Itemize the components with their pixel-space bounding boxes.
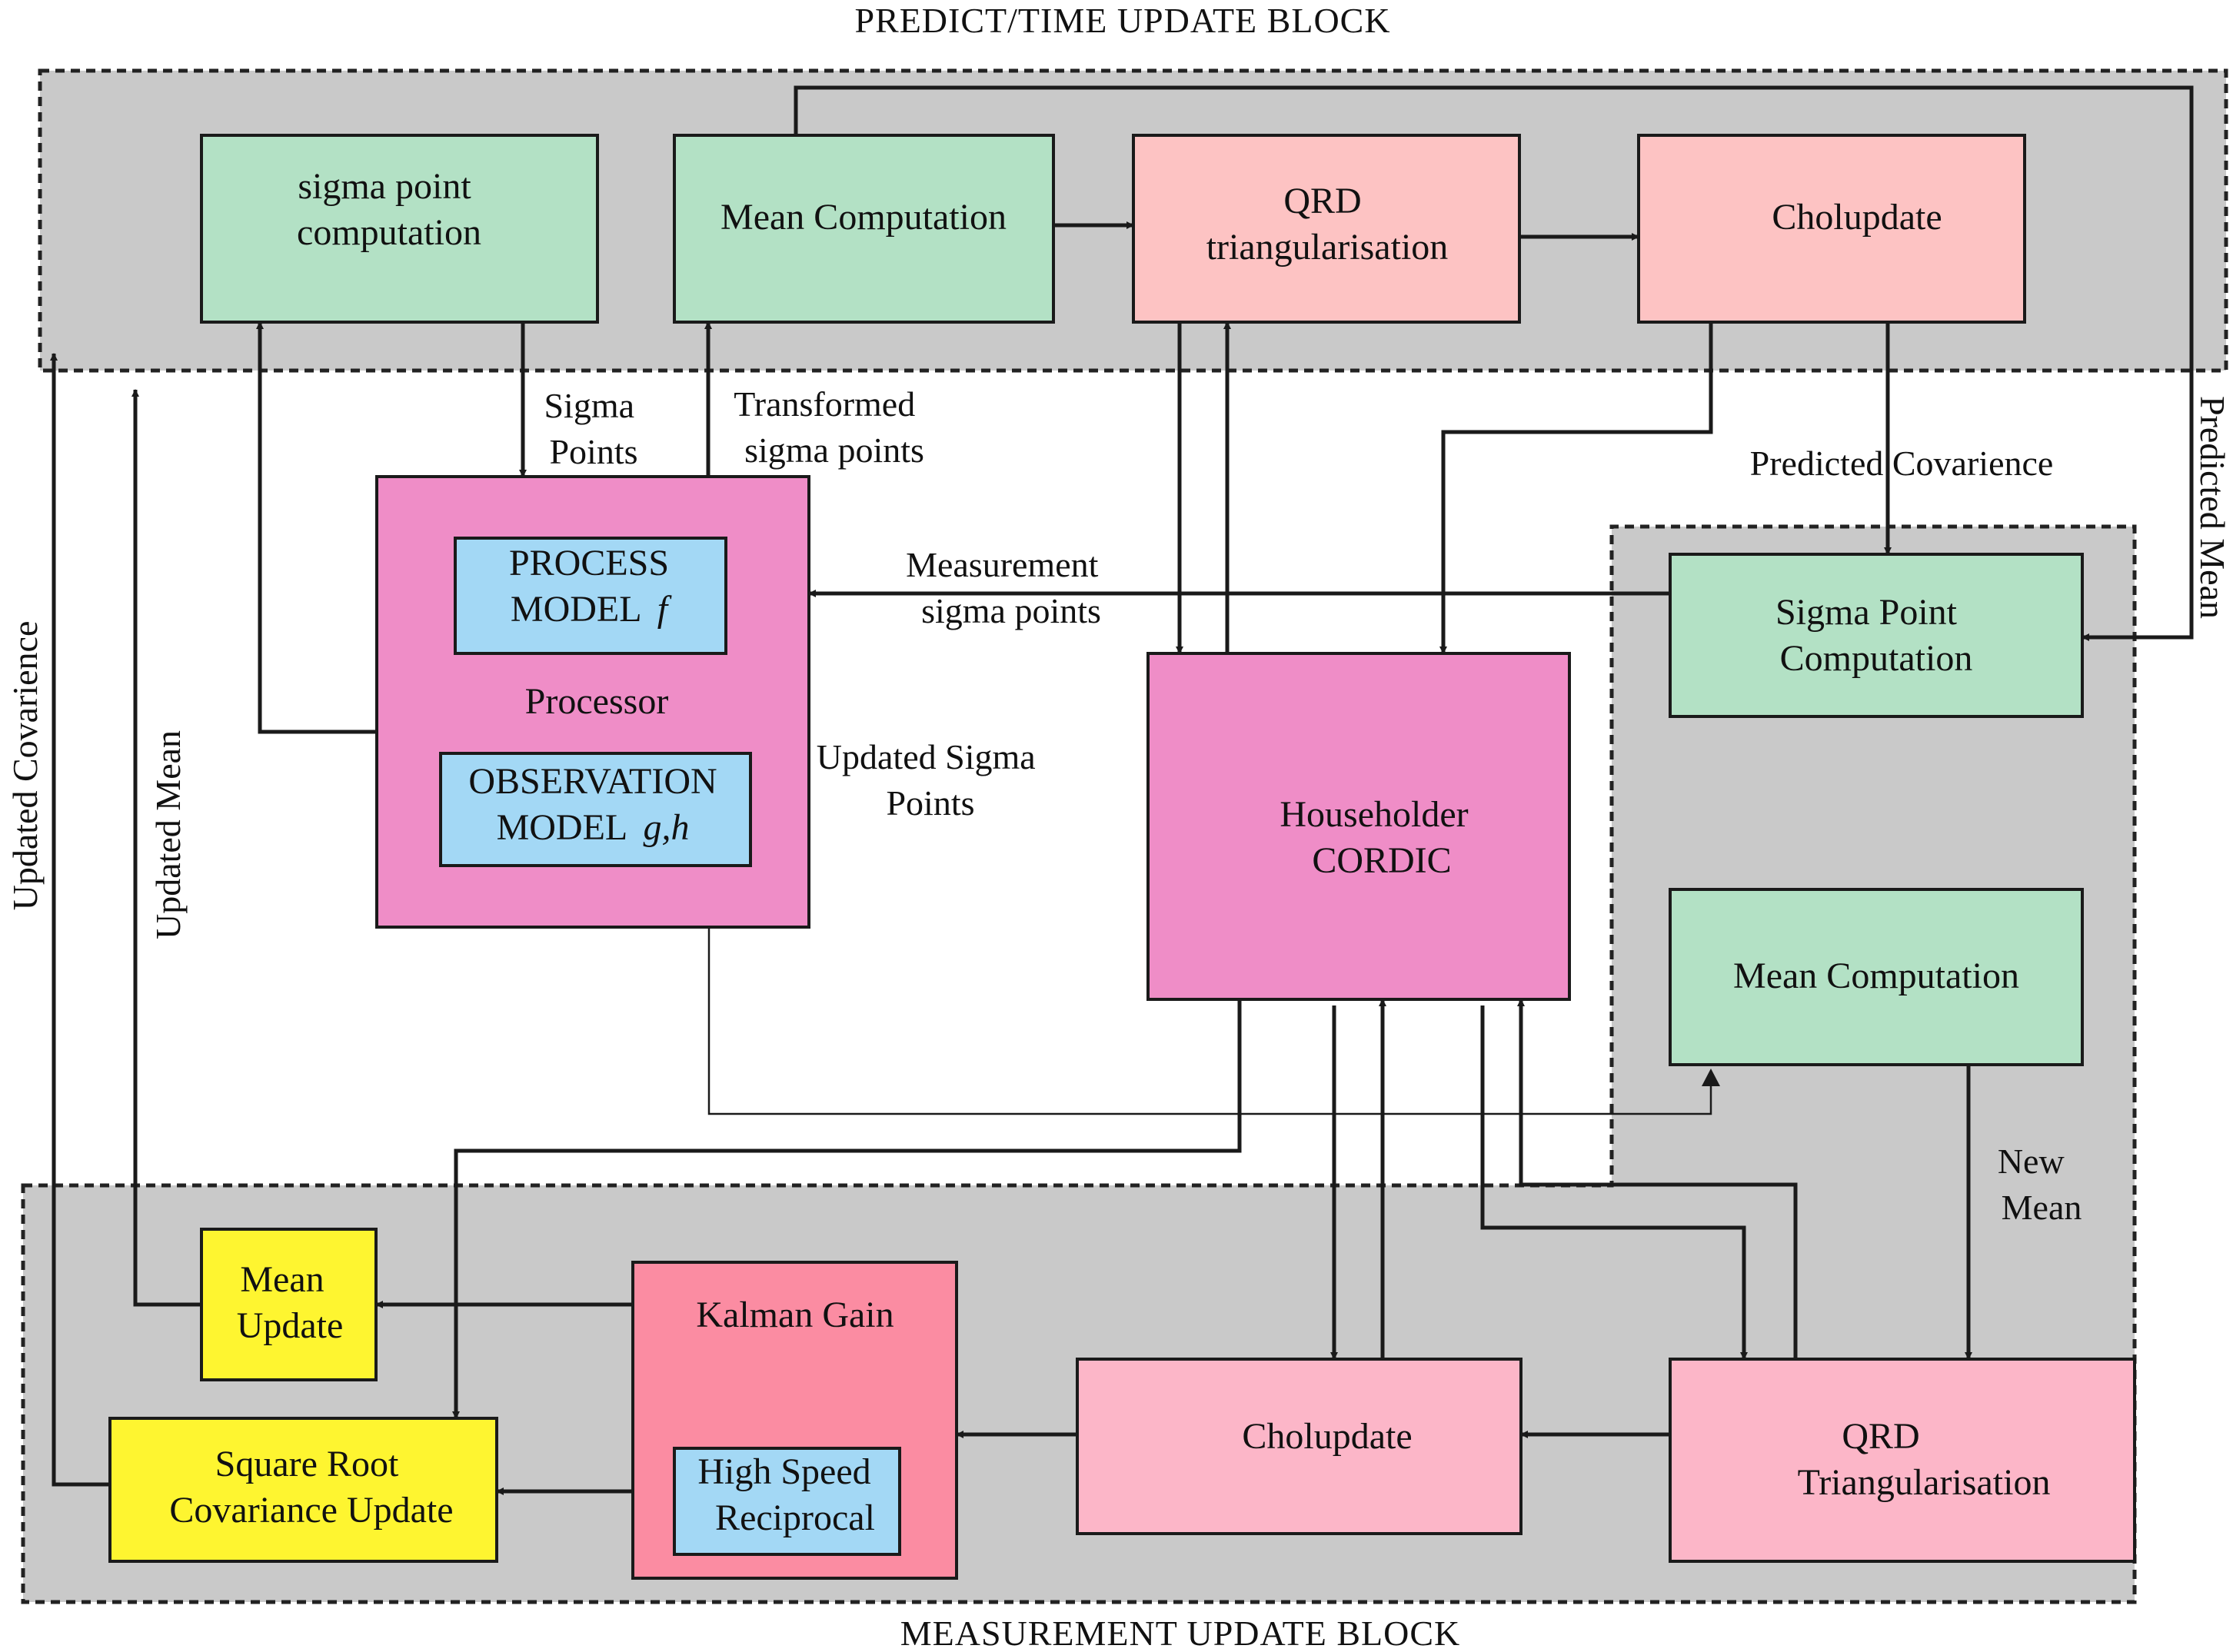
svg-text:Mean Update: Mean Update [237, 1259, 344, 1346]
svg-text:Kalman Gain: Kalman Gain [696, 1295, 894, 1335]
block-label: Triangularisation [1798, 1462, 2051, 1503]
block-label: Square Root [215, 1444, 399, 1484]
arrow-householder-to-qrd-bottom [1480, 1005, 1748, 1360]
block-label: Update [237, 1305, 344, 1346]
svg-text:MODEL g,h: MODEL g,h [497, 807, 690, 848]
arrow-processor-to-sigma-top [256, 321, 377, 734]
block-label: triangularisation [1206, 227, 1449, 268]
arrow-updated-mean [131, 389, 201, 1307]
svg-text:MODEL f: MODEL f [511, 589, 672, 630]
function-symbol: g,h [643, 807, 689, 848]
block-label: Reciprocal [715, 1497, 875, 1538]
svg-text:PROCESS: PROCESS [509, 543, 669, 583]
arrowhead-mean-right [1702, 1069, 1720, 1086]
block-label: sigma point [298, 166, 471, 207]
updated-mean-label: Updated Mean [148, 730, 188, 939]
block-label: Mean Computation [720, 197, 1007, 238]
svg-text:Mean Computation: Mean Computation [1733, 956, 2019, 996]
measurement-sigma-points-label: Measurement sigma points [906, 545, 1107, 630]
block-label: PROCESS [509, 543, 669, 583]
updated-sigma-points-label: Updated Sigma Points [817, 737, 1044, 823]
svg-text:High Speed Reciprocal: High Speed Reciprocal [697, 1451, 880, 1538]
block-label: MODEL [511, 589, 641, 630]
block-label: Kalman Gain [696, 1295, 894, 1335]
svg-text:Mean Computation: Mean Computation [720, 197, 1007, 238]
new-mean-label: New Mean [1998, 1142, 2082, 1227]
block-label: computation [297, 212, 481, 253]
block-label: OBSERVATION [468, 761, 717, 802]
arrow-householder-to-sqrt-cov [452, 999, 1242, 1419]
cholupdate-bottom-block: Cholupdate [1076, 1358, 1522, 1535]
block-label: Householder [1280, 794, 1468, 835]
block-label: Mean Computation [1733, 956, 2019, 996]
predicted-covariance-label: Predicted Covarience [1750, 444, 2054, 483]
svg-text:QRD triangularisation: QRD triangularisation [1206, 181, 1449, 268]
block-label: MODEL [497, 807, 627, 848]
qrd-triangularisation-top-block: QRD triangularisation [1132, 134, 1521, 324]
block-label: Covariance Update [169, 1490, 453, 1531]
mean-computation-top-block: Mean Computation [673, 134, 1055, 324]
observation-model-block: OBSERVATION MODEL g,h [439, 752, 752, 867]
svg-text:Householder CORDIC: Householder CORDIC [1280, 794, 1477, 881]
arrow-predicted-mean [794, 85, 2194, 641]
svg-text:Sigma Point Computation: Sigma Point Computation [1775, 592, 1972, 679]
svg-text:QRD Triangularisation: QRD Triangularisation [1798, 1416, 2051, 1503]
process-model-block: PROCESS MODEL f [454, 537, 727, 655]
predict-block-title: PREDICT/TIME UPDATE BLOCK [854, 1, 1390, 40]
block-label: Cholupdate [1242, 1416, 1412, 1457]
svg-text:sigma point computation: sigma point computation [297, 166, 481, 253]
block-label: QRD [1842, 1416, 1919, 1457]
block-label: CORDIC [1312, 840, 1451, 881]
block-label: Sigma Point [1775, 592, 1958, 633]
block-label: Mean [240, 1259, 324, 1300]
block-label: Computation [1780, 638, 1973, 679]
measurement-block-title: MEASUREMENT UPDATE BLOCK [900, 1614, 1461, 1652]
svg-text:OBSERVATION: OBSERVATION [468, 761, 717, 802]
svg-text:Square Root Covariance U: Square Root Covariance Update [169, 1444, 453, 1531]
householder-cordic-block: Householder CORDIC [1146, 652, 1571, 1001]
sigma-point-computation-right-block: Sigma Point Computation [1669, 553, 2084, 718]
high-speed-reciprocal-block: High Speed Reciprocal [673, 1447, 901, 1556]
arrow-updated-covariance [50, 353, 110, 1487]
arrow-qrd-bottom-to-householder [1517, 999, 1798, 1359]
cholupdate-top-block: Cholupdate [1637, 134, 2026, 324]
updated-covariance-label: Updated Covarience [5, 621, 45, 911]
svg-text:Processor: Processor [525, 681, 669, 722]
arrow-processor-to-mean-right [707, 927, 1712, 1115]
sigma-point-computation-top-block: sigma point computation [200, 134, 599, 324]
block-label: High Speed [697, 1451, 870, 1492]
predicted-mean-label: Predicted Mean [2193, 396, 2232, 619]
transformed-sigma-points-label: Transformed sigma points [734, 384, 924, 470]
mean-update-block: Mean Update [200, 1228, 378, 1381]
square-root-covariance-update-block: Square Root Covariance Update [108, 1417, 498, 1563]
svg-text:Cholupdate: Cholupdate [1242, 1416, 1412, 1457]
arrow-cholupdate-top-to-householder [1439, 322, 1713, 654]
block-label: Cholupdate [1772, 197, 1942, 238]
mean-computation-right-block: Mean Computation [1669, 888, 2084, 1066]
block-label: Processor [525, 681, 669, 722]
svg-text:Cholupdate: Cholupdate [1772, 197, 1942, 238]
qrd-triangularisation-bottom-block: QRD Triangularisation [1669, 1358, 2136, 1563]
block-label: QRD [1283, 181, 1361, 221]
sigma-points-label: Sigma Points [544, 386, 643, 471]
